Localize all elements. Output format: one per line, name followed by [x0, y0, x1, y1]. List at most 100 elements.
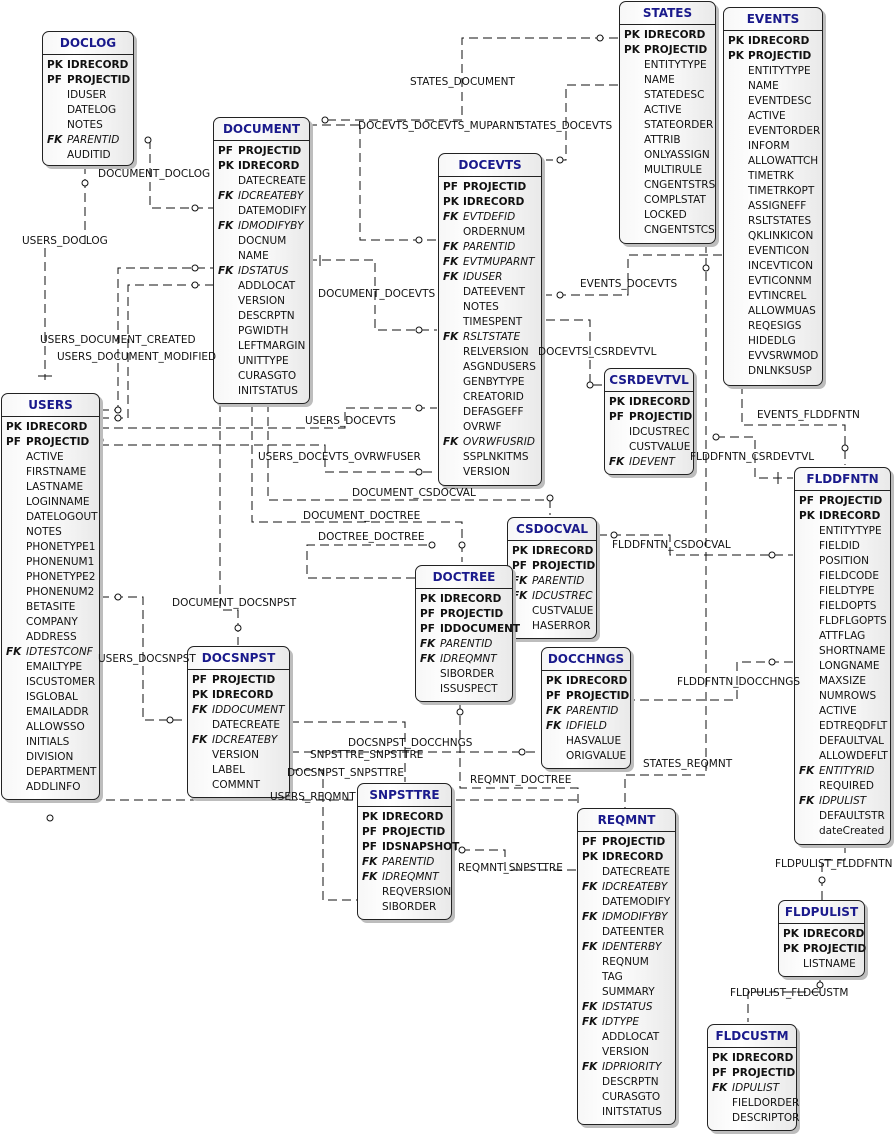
- rel-label-doctree-doctree: DOCTREE_DOCTREE: [318, 531, 425, 543]
- key-marker: FK: [546, 705, 562, 717]
- attribute-row: ISGLOBAL: [2, 690, 99, 705]
- key-marker: [795, 644, 819, 659]
- key-marker: [795, 614, 819, 629]
- attribute-name: ORDERNUM: [463, 226, 526, 238]
- attribute-name: IDREQMNT: [440, 653, 497, 665]
- attribute-name: DEFASGEFF: [463, 406, 524, 418]
- key-marker: PK: [6, 421, 22, 433]
- attribute-name: IDRECORD: [803, 928, 865, 940]
- key-marker: PK: [624, 44, 640, 56]
- attribute-name: DESCRIPTOR: [732, 1112, 800, 1124]
- attribute-name: EVENTICON: [748, 245, 810, 257]
- key-marker: FK: [218, 265, 234, 277]
- key-marker: [214, 249, 238, 264]
- attribute-row: NUMROWS: [795, 689, 890, 704]
- attribute-name: EVTICONNM: [748, 275, 812, 287]
- attribute-name: DATECREATE: [212, 719, 280, 731]
- rel-label-users-document-created: USERS_DOCUMENT_CREATED: [40, 334, 196, 346]
- attribute-name: DATELOG: [67, 104, 117, 116]
- key-marker: [620, 178, 644, 193]
- key-marker: [578, 1045, 602, 1060]
- attribute-name: NAME: [644, 74, 675, 86]
- entity-title: DOCSNPST: [188, 647, 289, 670]
- attribute-row: VERSION: [578, 1045, 675, 1060]
- attribute-name: ENTITYRID: [819, 765, 875, 777]
- attribute-name: PROJECTID: [732, 1067, 796, 1079]
- attribute-name: FIELDID: [819, 540, 860, 552]
- key-marker: [708, 1096, 732, 1111]
- attribute-name: IDDOCUMENT: [212, 704, 285, 716]
- attribute-name: CNGENTSTRS: [644, 179, 716, 191]
- key-marker: [795, 809, 819, 824]
- key-marker: [214, 339, 238, 354]
- attribute-row: DATECREATE: [188, 718, 289, 733]
- attribute-name: SSPLNKITMS: [463, 451, 529, 463]
- key-marker: FK: [192, 734, 208, 746]
- attribute-name: TIMESPENT: [463, 316, 523, 328]
- attribute-name: NOTES: [26, 526, 62, 538]
- key-marker: FK: [799, 765, 815, 777]
- key-marker: [439, 300, 463, 315]
- key-marker: PF: [218, 145, 233, 157]
- attribute-row: DATEEVENT: [439, 285, 541, 300]
- attribute-name: DESCRPTN: [602, 1076, 659, 1088]
- attribute-name: ADDLOCAT: [238, 280, 296, 292]
- key-marker: FK: [6, 646, 22, 658]
- attribute-row: DEFAULTVAL: [795, 734, 890, 749]
- attribute-name: IDRECORD: [566, 675, 628, 687]
- attribute-name: IDSTATUS: [602, 1001, 653, 1013]
- rel-label-fldpulist-fldcustm: FLDPULIST_FLDCUSTM: [730, 987, 849, 999]
- rel-label-reqmnt-doctree: REQMNT_DOCTREE: [470, 774, 572, 786]
- key-marker: [43, 148, 67, 163]
- attribute-row: DOCNUM: [214, 234, 309, 249]
- attribute-name: MAXSIZE: [819, 675, 867, 687]
- attribute-name: DNLNKSUSP: [748, 365, 812, 377]
- attribute-row: LONGNAME: [795, 659, 890, 674]
- key-marker: [214, 234, 238, 249]
- attribute-name: LOCKED: [644, 209, 687, 221]
- key-marker: PK: [582, 851, 598, 863]
- attribute-row: FK ENTITYRID: [795, 764, 890, 779]
- rel-label-document-doclog: DOCUMENT_DOCLOG: [98, 168, 211, 180]
- key-marker: [439, 465, 463, 480]
- attribute-name: IDRECORD: [382, 811, 444, 823]
- key-marker: PF: [420, 623, 435, 635]
- key-marker: [188, 778, 212, 793]
- attribute-row: SSPLNKITMS: [439, 450, 541, 465]
- attribute-name: PROJECTID: [629, 411, 693, 423]
- key-marker: [724, 109, 748, 124]
- attribute-row: VERSION: [214, 294, 309, 309]
- key-marker: [2, 570, 26, 585]
